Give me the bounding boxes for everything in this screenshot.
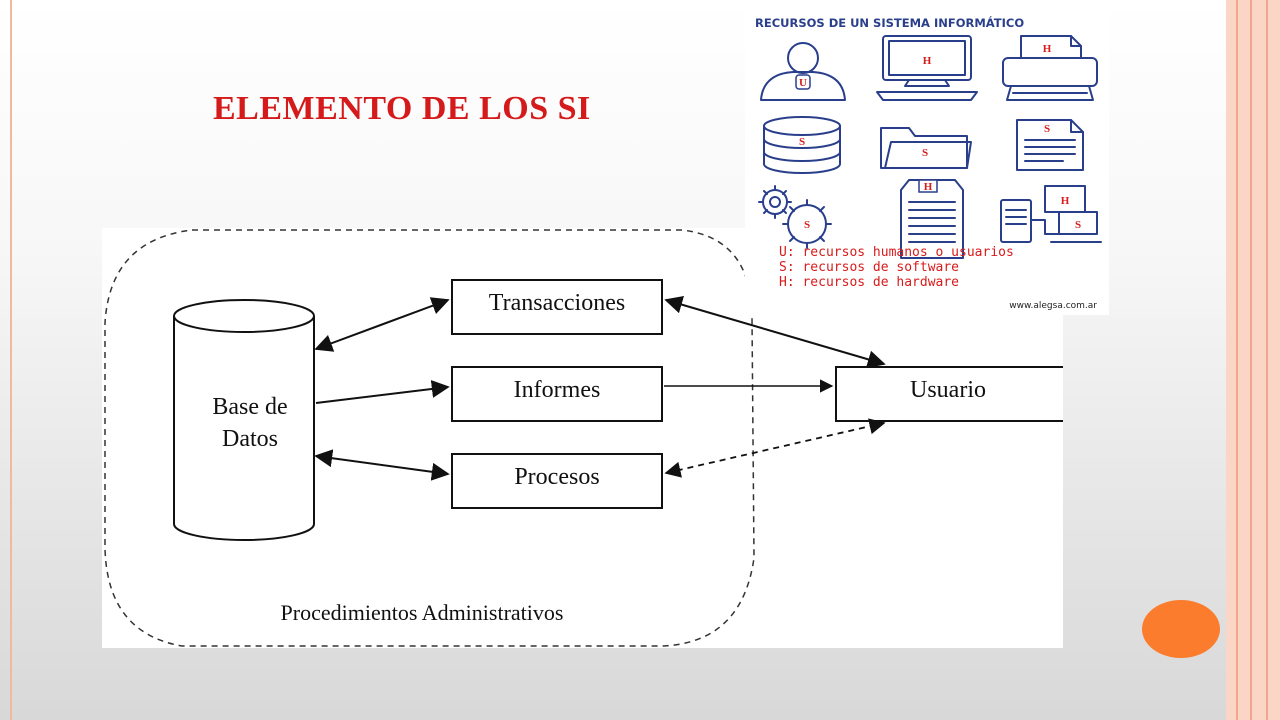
arrow-db-transacciones (314, 297, 450, 352)
arrow-transacciones-usuario (664, 295, 886, 369)
left-border-line (10, 0, 12, 720)
badge-gears: S (804, 219, 810, 231)
resources-infographic: RECURSOS DE UN SISTEMA INFORMÁTICO (745, 10, 1109, 315)
diagram-svg: Base de Datos Transacciones Informes Pro… (104, 229, 1067, 647)
database-cylinder (173, 299, 315, 541)
badge-folder: S (922, 147, 928, 159)
document-icon (1016, 119, 1084, 171)
orange-decorative-circle (1142, 600, 1220, 658)
right-decorative-band (1226, 0, 1280, 720)
source-url: www.alegsa.com.ar (1009, 301, 1097, 311)
computer-icon (876, 35, 978, 101)
boundary-label: Procedimientos Administrativos (281, 600, 564, 625)
arrow-db-procesos (314, 449, 450, 481)
database-label-line2: Datos (222, 426, 278, 452)
database-label-line1: Base de (212, 394, 287, 420)
transacciones-box (451, 279, 663, 335)
resources-title: RECURSOS DE UN SISTEMA INFORMÁTICO (755, 16, 1025, 30)
badge-server: H (924, 181, 933, 193)
band-stripe (1236, 0, 1238, 720)
procesos-label: Procesos (514, 464, 599, 490)
band-stripe (1266, 0, 1268, 720)
badge-printer: H (1043, 43, 1052, 55)
folder-icon (880, 127, 972, 169)
informes-box (451, 366, 663, 422)
badge-network-s: S (1075, 219, 1081, 231)
legend-s: S: recursos de software (779, 260, 960, 275)
arrow-procesos-usuario-dashed (664, 418, 886, 478)
badge-document: S (1044, 123, 1050, 135)
user-icon (760, 42, 846, 101)
network-computers-icon (1000, 185, 1102, 243)
transacciones-label: Transacciones (489, 290, 625, 316)
legend-u: U: recursos humanos o usuarios (779, 245, 1014, 260)
band-stripe (1250, 0, 1252, 720)
badge-database: S (799, 136, 805, 148)
slide-title: ELEMENTO DE LOS SI (213, 90, 591, 127)
resources-icons-svg: U H H S S S S H H S (758, 35, 1102, 259)
arrow-db-informes (315, 380, 450, 404)
server-icon (900, 179, 964, 259)
badge-network-h: H (1061, 195, 1070, 207)
printer-icon (1002, 35, 1098, 101)
badge-computer: H (923, 55, 932, 67)
informes-label: Informes (514, 377, 601, 403)
database-icon (763, 116, 841, 174)
gears-icon (758, 185, 832, 249)
badge-user: U (799, 77, 807, 89)
procesos-box (451, 453, 663, 509)
usuario-label: Usuario (910, 377, 986, 403)
legend-h: H: recursos de hardware (779, 275, 960, 290)
